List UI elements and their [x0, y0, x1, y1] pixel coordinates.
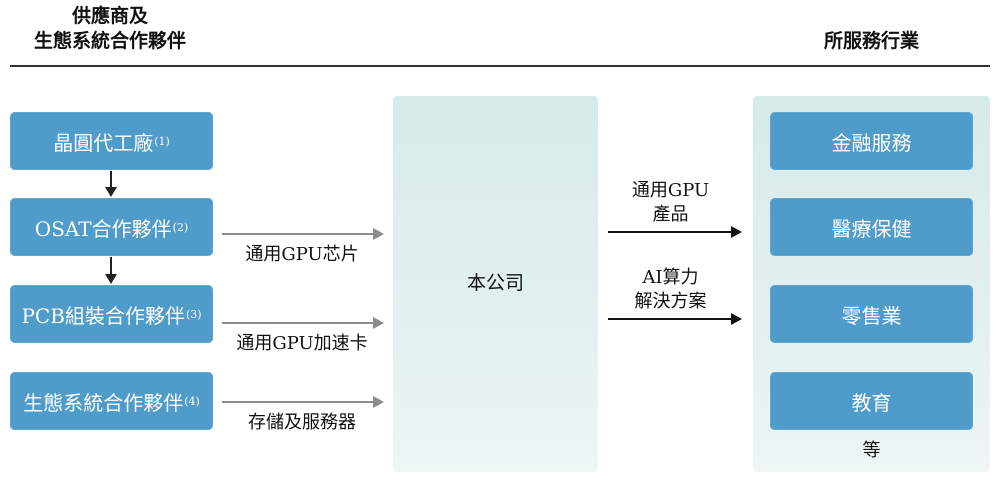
- suppliers-header: 供應商及 生態系統合作夥伴: [10, 4, 210, 54]
- supplier-label: OSAT合作夥伴: [34, 216, 172, 241]
- footnote-marker: (1): [154, 134, 170, 148]
- supplier-box-osat: OSAT合作夥伴(2): [10, 198, 213, 256]
- input-arrow: [222, 396, 384, 408]
- output-arrow: [608, 313, 742, 325]
- down-arrow-icon: [105, 257, 117, 284]
- footnote-marker: (2): [172, 220, 189, 234]
- suppliers-header-line2: 生態系統合作夥伴: [33, 30, 186, 52]
- supplier-box-ecosystem: 生態系統合作夥伴(4): [10, 372, 213, 430]
- footnote-marker: (4): [184, 394, 200, 408]
- down-arrow-icon: [105, 171, 117, 197]
- company-panel: [393, 96, 598, 472]
- output-label-line: 產品: [652, 204, 689, 225]
- supplier-label: PCB組裝合作夥伴: [21, 303, 185, 328]
- output-label-line: 通用GPU: [631, 180, 710, 201]
- output-label-ai-solutions: AI算力 解決方案: [608, 266, 733, 314]
- industries-header: 所服務行業: [823, 30, 919, 52]
- output-arrow: [608, 226, 742, 238]
- input-label-gpu-card: 通用GPU加速卡: [236, 333, 368, 354]
- input-label-gpu-chip: 通用GPU芯片: [245, 244, 359, 265]
- supplier-box-pcb: PCB組裝合作夥伴(3): [10, 285, 213, 343]
- output-label-gpu-products: 通用GPU 產品: [608, 179, 733, 227]
- supplier-label: 生態系統合作夥伴: [23, 390, 184, 415]
- input-arrow: [222, 317, 384, 329]
- input-arrow: [222, 228, 384, 240]
- output-label-line: AI算力: [642, 267, 699, 288]
- input-label-storage-server: 存儲及服務器: [248, 412, 356, 433]
- company-label: 本公司: [466, 272, 524, 294]
- industry-box-education: 教育: [770, 372, 973, 430]
- industry-box-healthcare: 醫療保健: [770, 198, 973, 256]
- industry-box-retail: 零售業: [770, 285, 973, 343]
- output-label-line: 解決方案: [634, 291, 707, 312]
- supplier-label: 晶圓代工廠: [53, 130, 154, 155]
- suppliers-header-line1: 供應商及: [71, 5, 148, 27]
- header-divider: [10, 65, 990, 67]
- industries-etc-label: 等: [862, 440, 881, 461]
- footnote-marker: (3): [185, 307, 202, 321]
- supplier-box-foundry: 晶圓代工廠(1): [10, 112, 213, 170]
- industry-box-finance: 金融服務: [770, 112, 973, 170]
